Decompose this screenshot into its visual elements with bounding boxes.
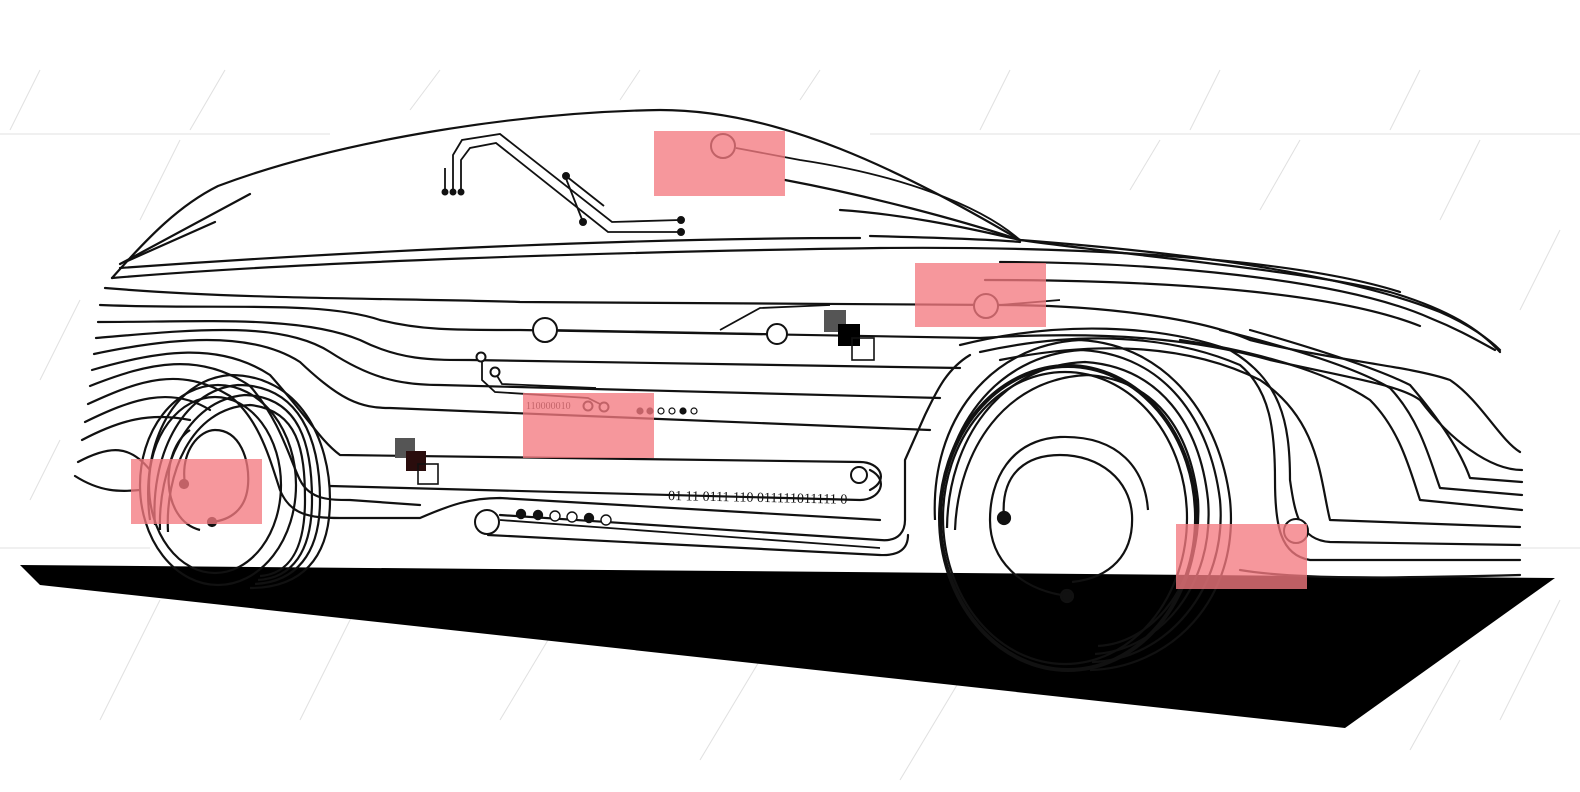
highlight-hood bbox=[915, 263, 1046, 327]
backdrop-lines bbox=[0, 69, 1580, 781]
highlight-side-panel bbox=[523, 393, 654, 458]
highlight-rear-bumper bbox=[1176, 524, 1307, 589]
highlight-regions bbox=[131, 131, 1307, 589]
circuit-traces bbox=[444, 133, 1061, 549]
chip-cluster-lower bbox=[395, 438, 439, 485]
highlight-roof bbox=[654, 131, 785, 196]
binary-label-large: 01 11 0111 110 011111011111 0 bbox=[668, 489, 848, 508]
car-body-lines bbox=[73, 108, 1524, 579]
rear-wheel bbox=[933, 338, 1233, 672]
highlight-front-wheel bbox=[131, 459, 262, 524]
chip-cluster-upper bbox=[824, 310, 875, 361]
ground-shadow bbox=[20, 565, 1555, 728]
dot-string-lower bbox=[515, 508, 612, 526]
